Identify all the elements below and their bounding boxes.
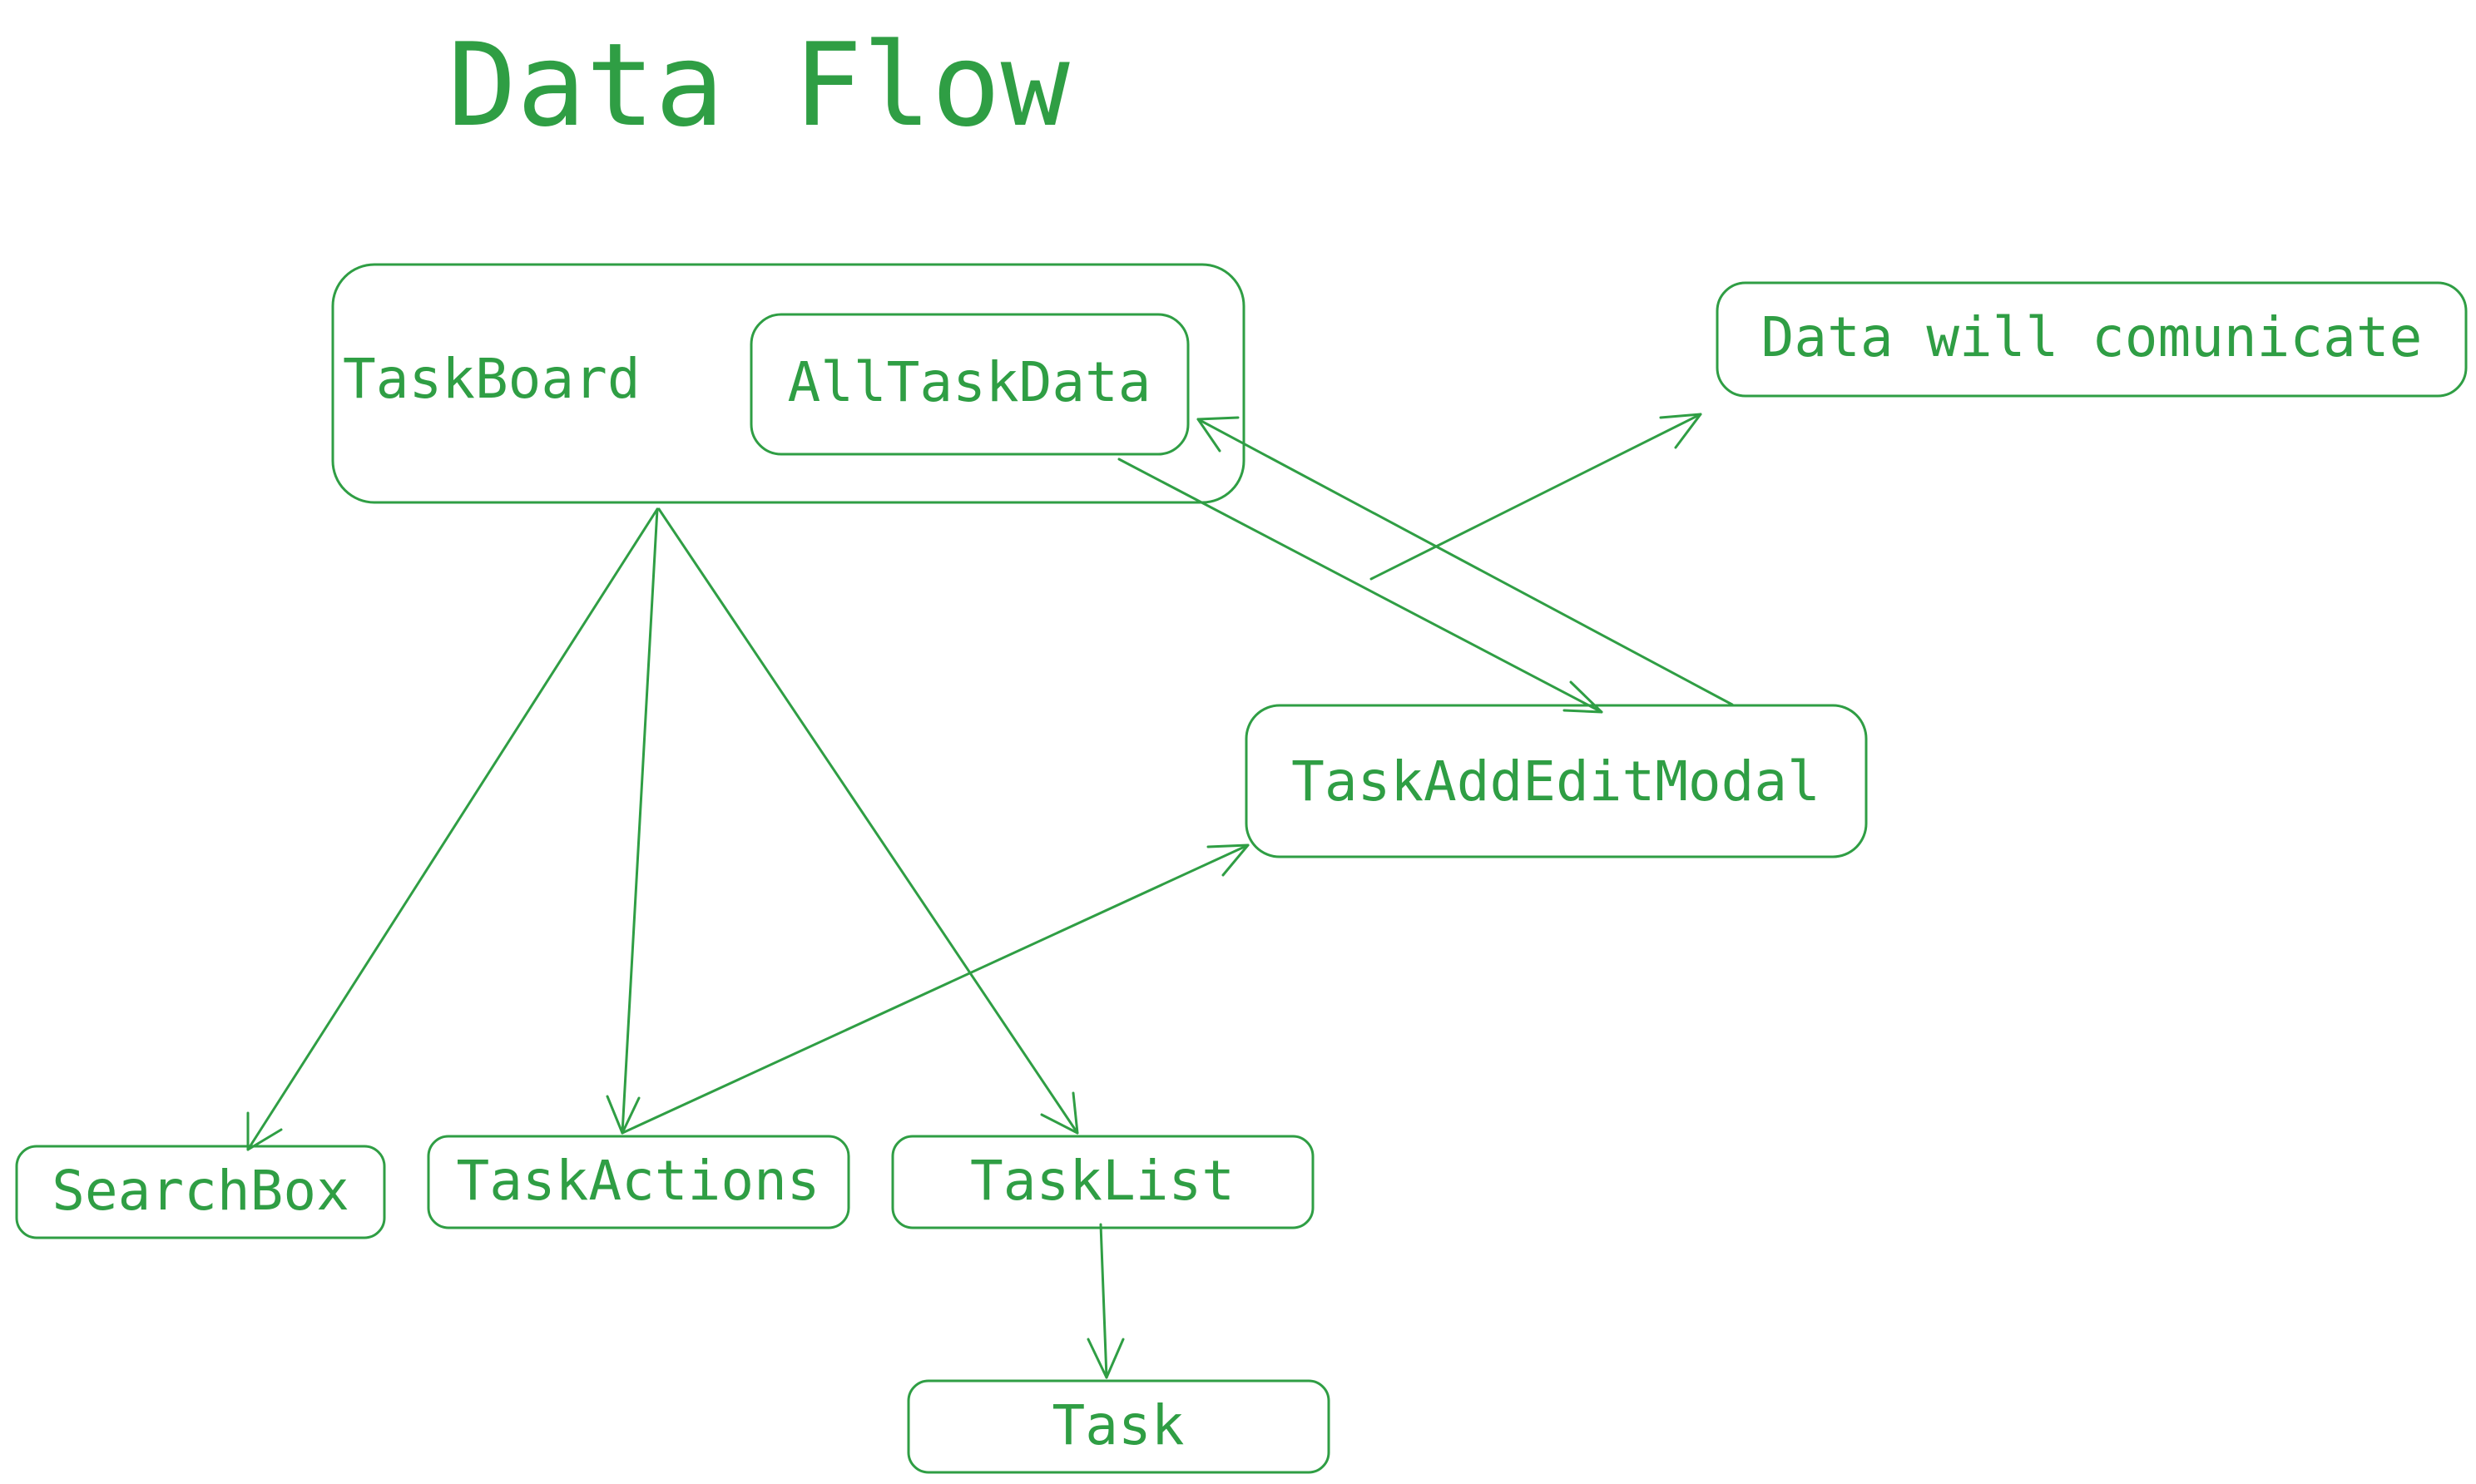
node-searchbox[interactable]: SearchBox <box>15 1145 386 1239</box>
node-taskboard[interactable]: TaskBoard <box>331 263 1245 504</box>
arrowhead-alltaskdata <box>1196 416 1240 453</box>
alltaskdata-box <box>750 313 1190 456</box>
taskboard-box <box>331 263 1245 504</box>
tasklist-label: TaskList <box>970 1149 1235 1213</box>
note-label: Data will comunicate <box>1761 305 2423 369</box>
taskactions-box <box>427 1135 850 1229</box>
searchbox-box <box>15 1145 386 1239</box>
arrowhead-searchbox <box>246 1111 283 1151</box>
modal-box <box>1245 704 1868 858</box>
node-task[interactable]: Task <box>907 1379 1330 1474</box>
alltaskdata-label: AllTaskData <box>787 350 1151 414</box>
arrowhead-task <box>1087 1338 1125 1379</box>
node-tasklist[interactable]: TaskList <box>891 1135 1315 1229</box>
arrowhead-tasklist <box>1040 1091 1079 1135</box>
edge-annotation-note <box>1369 413 1702 581</box>
edge-taskboard-searchbox <box>246 507 659 1151</box>
diagram-title: Data Flow <box>448 18 1071 152</box>
edge-taskactions-modal <box>621 843 1250 1135</box>
edge-taskboard-taskactions <box>621 507 659 1135</box>
task-label: Task <box>1052 1393 1185 1457</box>
arrowhead-note <box>1659 413 1702 449</box>
searchbox-label: SearchBox <box>52 1159 349 1223</box>
modal-label: TaskAddEditModal <box>1291 749 1820 814</box>
edge-alltaskdata-modal <box>1117 458 1603 714</box>
task-box <box>907 1379 1330 1474</box>
arrowhead-modal-from-actions <box>1206 843 1250 877</box>
node-alltaskdata[interactable]: AllTaskData <box>750 313 1190 456</box>
node-note[interactable]: Data will comunicate <box>1716 281 2468 398</box>
taskactions-label: TaskActions <box>456 1149 820 1213</box>
tasklist-box <box>891 1135 1315 1229</box>
note-box <box>1716 281 2468 398</box>
edge-tasklist-task <box>1099 1223 1108 1379</box>
node-modal[interactable]: TaskAddEditModal <box>1245 704 1868 858</box>
node-taskactions[interactable]: TaskActions <box>427 1135 850 1229</box>
edges <box>246 413 1734 1379</box>
arrowhead-modal <box>1562 680 1603 714</box>
edge-modal-alltaskdata <box>1196 418 1734 706</box>
taskboard-label: TaskBoard <box>343 347 641 411</box>
edge-taskboard-tasklist <box>657 507 1079 1135</box>
